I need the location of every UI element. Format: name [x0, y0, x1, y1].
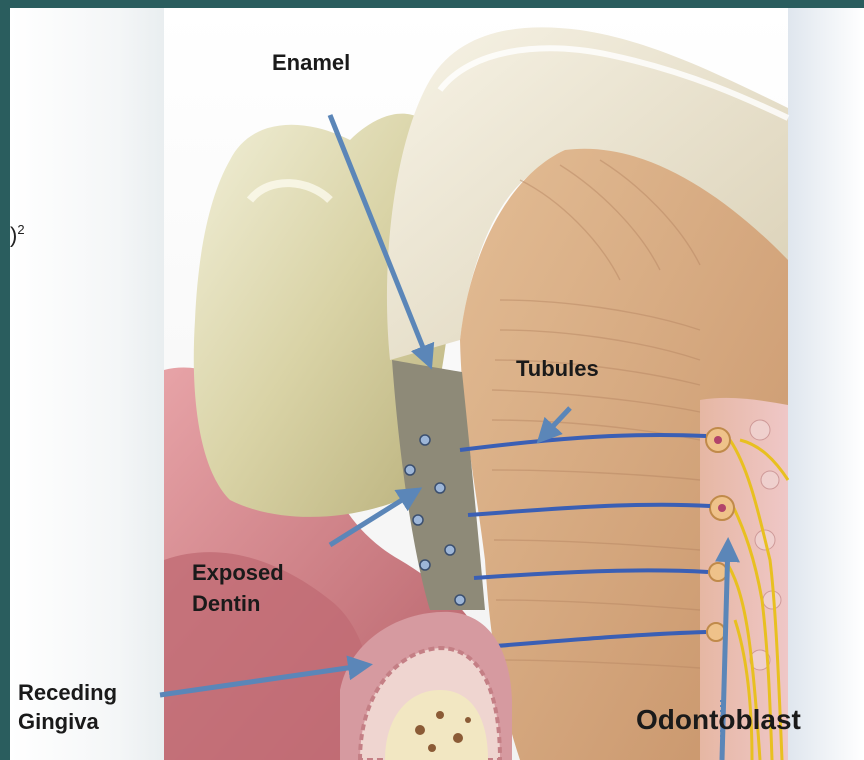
label-exposed-dentin-line1: Exposed: [192, 560, 284, 585]
label-enamel: Enamel: [272, 50, 350, 75]
label-receding-gingiva-line2: Gingiva: [18, 709, 117, 734]
label-receding-gingiva: Receding Gingiva: [18, 680, 117, 735]
label-odontoblast: Odontoblast: [636, 704, 801, 736]
label-exposed-dentin-line2: Dentin: [192, 591, 284, 616]
label-tubules: Tubules: [516, 356, 599, 381]
label-exposed-dentin: Exposed Dentin: [192, 560, 284, 617]
label-receding-gingiva-line1: Receding: [18, 680, 117, 705]
